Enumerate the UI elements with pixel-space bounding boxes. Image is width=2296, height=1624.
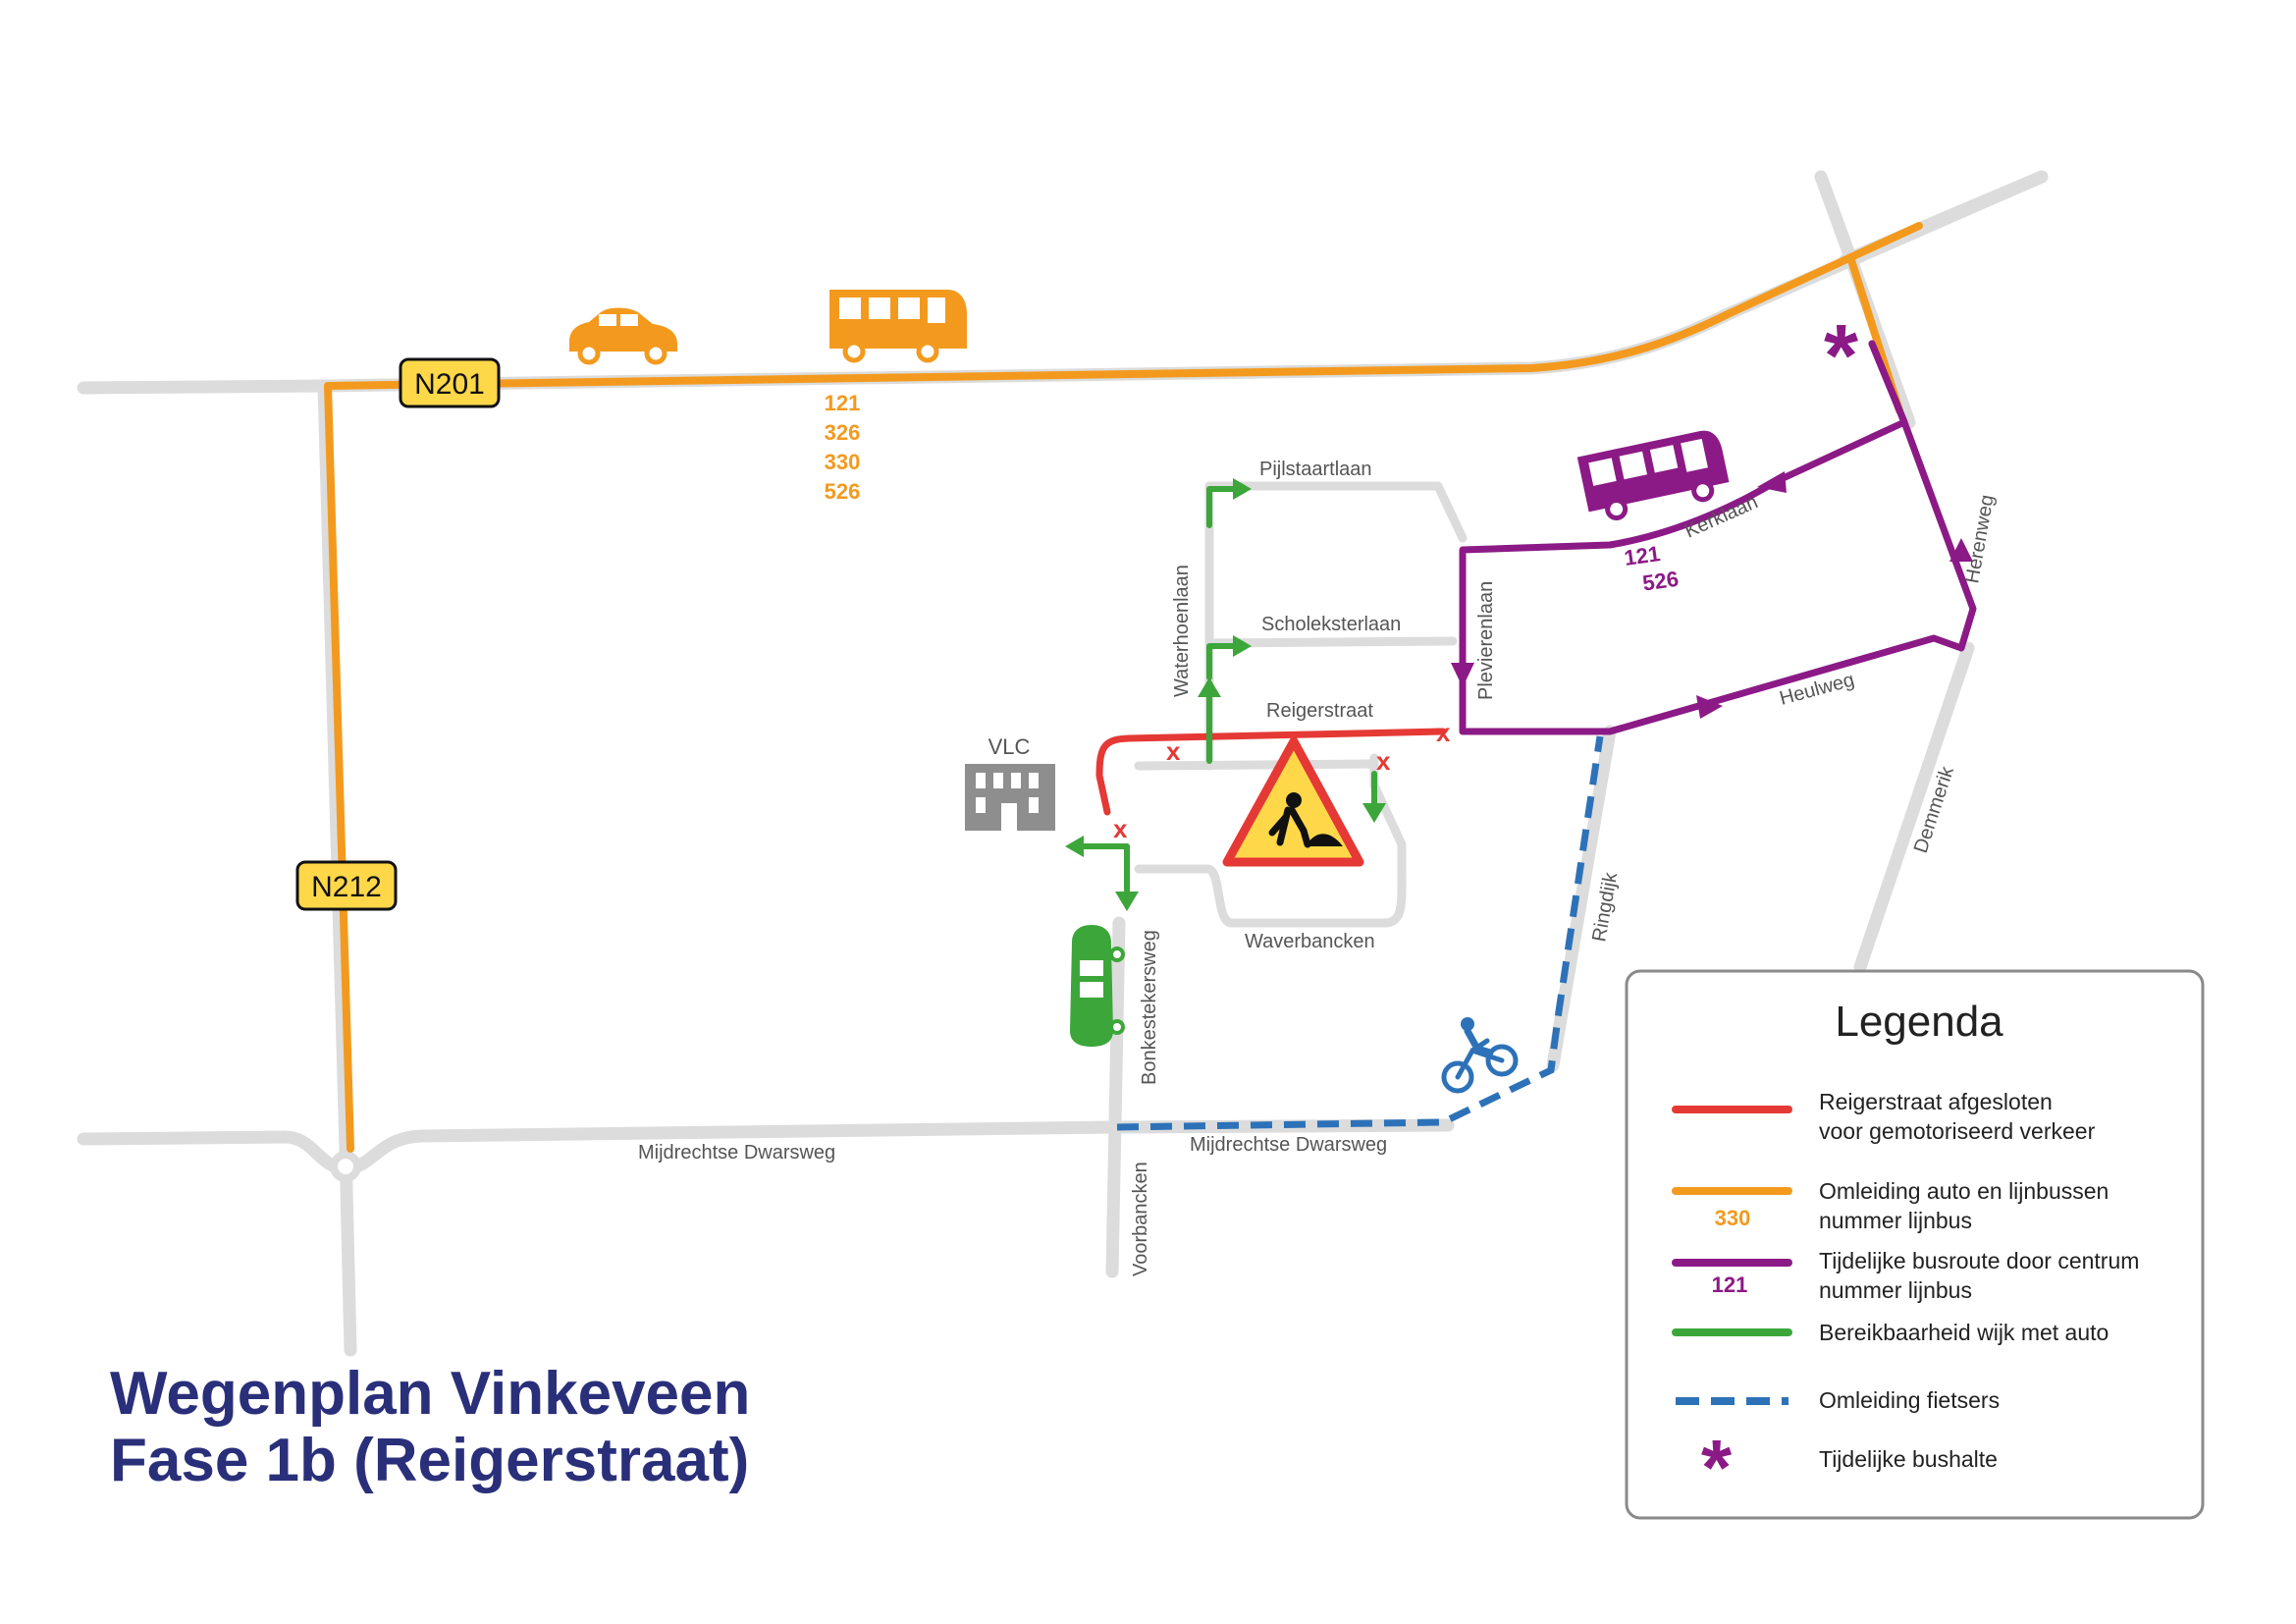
purple-arrow-north xyxy=(1949,538,1973,562)
red-closure: x x x x xyxy=(1095,718,1451,843)
label-scholeksterlaan: Scholeksterlaan xyxy=(1261,614,1401,635)
road-waverbancken xyxy=(1134,753,1407,928)
legend-item-2-line2: nummer lijnbus xyxy=(1819,1208,1972,1233)
green-access xyxy=(1065,478,1386,911)
map-title-line1: Wegenplan Vinkeveen xyxy=(110,1360,750,1428)
label-plevierenlaan: Plevierenlaan xyxy=(1475,581,1497,700)
center-bus-line-121: 121 xyxy=(1623,541,1662,570)
label-waterhoenlaan: Waterhoenlaan xyxy=(1171,565,1193,697)
legend-bus-stop-symbol: * xyxy=(1701,1424,1733,1511)
label-pijlstaartlaan: Pijlstaartlaan xyxy=(1259,459,1372,480)
purple-arrow-east xyxy=(1696,695,1723,719)
closure-mark-1: x xyxy=(1166,736,1181,766)
legend-item-4-line1: Bereikbaarheid wijk met auto xyxy=(1819,1320,2109,1345)
label-reigerstraat: Reigerstraat xyxy=(1266,700,1373,722)
purple-bus-numbers: 121 526 xyxy=(1623,541,1681,596)
label-mijdrechtse-dwarsweg-east: Mijdrechtse Dwarsweg xyxy=(1190,1134,1387,1156)
legend-item-1-line1: Reigerstraat afgesloten xyxy=(1819,1089,2053,1114)
road-n212 xyxy=(317,379,357,1357)
closure-mark-4: x xyxy=(1113,814,1128,843)
green-pijlstaartlaan xyxy=(1206,486,1242,528)
bus-line-121: 121 xyxy=(825,391,861,415)
green-arrow-right-1 xyxy=(1233,635,1252,657)
legend-item-3-line2: nummer lijnbus xyxy=(1819,1277,1972,1303)
legend-item-3-line1: Tijdelijke busroute door centrum xyxy=(1819,1248,2139,1273)
green-arrow-up-1 xyxy=(1198,677,1221,697)
purple-arrow-down xyxy=(1451,663,1474,687)
closure-mark-2: x xyxy=(1376,746,1391,776)
bus-line-326: 326 xyxy=(825,420,861,445)
label-ringdijk: Ringdijk xyxy=(1588,870,1622,944)
bus-stop-marker: * xyxy=(1824,307,1858,406)
label-waverbancken: Waverbancken xyxy=(1245,931,1375,952)
red-reigerstraat xyxy=(1095,728,1447,816)
blue-route xyxy=(1116,735,1604,1131)
label-kerklaan: Kerklaan xyxy=(1682,491,1761,542)
label-voorbancken: Voorbancken xyxy=(1130,1162,1151,1276)
label-herenweg: Herenweg xyxy=(1961,493,1998,585)
roundabout xyxy=(330,1151,361,1182)
building-icon: VLC xyxy=(965,734,1055,831)
car-icon xyxy=(569,307,677,365)
orange-route-n212 xyxy=(324,382,354,1153)
purple-route-stop xyxy=(1868,340,1908,426)
purple-bus-route: * xyxy=(1451,307,1977,735)
green-arrow-left xyxy=(1065,836,1084,857)
legend-number-121: 121 xyxy=(1712,1272,1748,1297)
green-arrow-down-2 xyxy=(1115,892,1139,911)
orange-bus-numbers: 121 326 330 526 xyxy=(825,391,861,504)
road-demmerik xyxy=(1853,641,1975,974)
legend: Legenda Reigerstraat afgesloten voor gem… xyxy=(1625,969,2205,1520)
green-scholeksterlaan xyxy=(1206,643,1242,680)
center-bus-line-526: 526 xyxy=(1641,567,1681,596)
legend-item-2-line1: Omleiding auto en lijnbussen xyxy=(1819,1178,2109,1204)
road-scholeksterlaan xyxy=(1204,636,1458,648)
orange-route-n201 xyxy=(324,222,1923,390)
map-title-line2: Fase 1b (Reigerstraat) xyxy=(110,1427,749,1494)
legend-item-5-line1: Omleiding fietsers xyxy=(1819,1387,2000,1413)
legend-item-6-line1: Tijdelijke bushalte xyxy=(1819,1446,1998,1472)
purple-bus-icon xyxy=(1576,430,1730,521)
blue-cycle-detour xyxy=(1116,735,1604,1131)
purple-arrow-west xyxy=(1757,471,1787,493)
road-voorbancken xyxy=(1105,916,1126,1278)
shield-n201: N201 xyxy=(399,357,501,408)
label-bonkestekersweg: Bonkestekersweg xyxy=(1139,930,1160,1085)
road-reigerstraat-side xyxy=(1134,759,1379,771)
green-car-icon xyxy=(1070,925,1125,1047)
bus-icon xyxy=(829,290,967,363)
legend-title: Legenda xyxy=(1835,998,2003,1046)
label-mijdrechtse-dwarsweg-west: Mijdrechtse Dwarsweg xyxy=(638,1142,835,1164)
green-arrow-down-1 xyxy=(1362,803,1386,823)
shield-n212-label: N212 xyxy=(311,871,382,903)
roadworks-sign-icon xyxy=(1222,736,1364,867)
shield-n201-label: N201 xyxy=(414,368,485,401)
green-arrow-right-2 xyxy=(1233,478,1252,500)
road-n201 xyxy=(77,170,2049,395)
purple-route-loop xyxy=(1459,340,1977,735)
vlc-label: VLC xyxy=(988,734,1031,759)
bicycle-icon xyxy=(1441,1017,1519,1094)
road-pijlstaartlaan xyxy=(1204,481,1468,543)
bus-line-330: 330 xyxy=(825,450,861,474)
legend-number-330: 330 xyxy=(1715,1206,1751,1230)
closure-mark-3: x xyxy=(1436,718,1451,747)
legend-item-1-line2: voor gemotoriseerd verkeer xyxy=(1819,1118,2096,1144)
shield-n212: N212 xyxy=(295,860,398,911)
bus-line-526: 526 xyxy=(825,479,861,504)
